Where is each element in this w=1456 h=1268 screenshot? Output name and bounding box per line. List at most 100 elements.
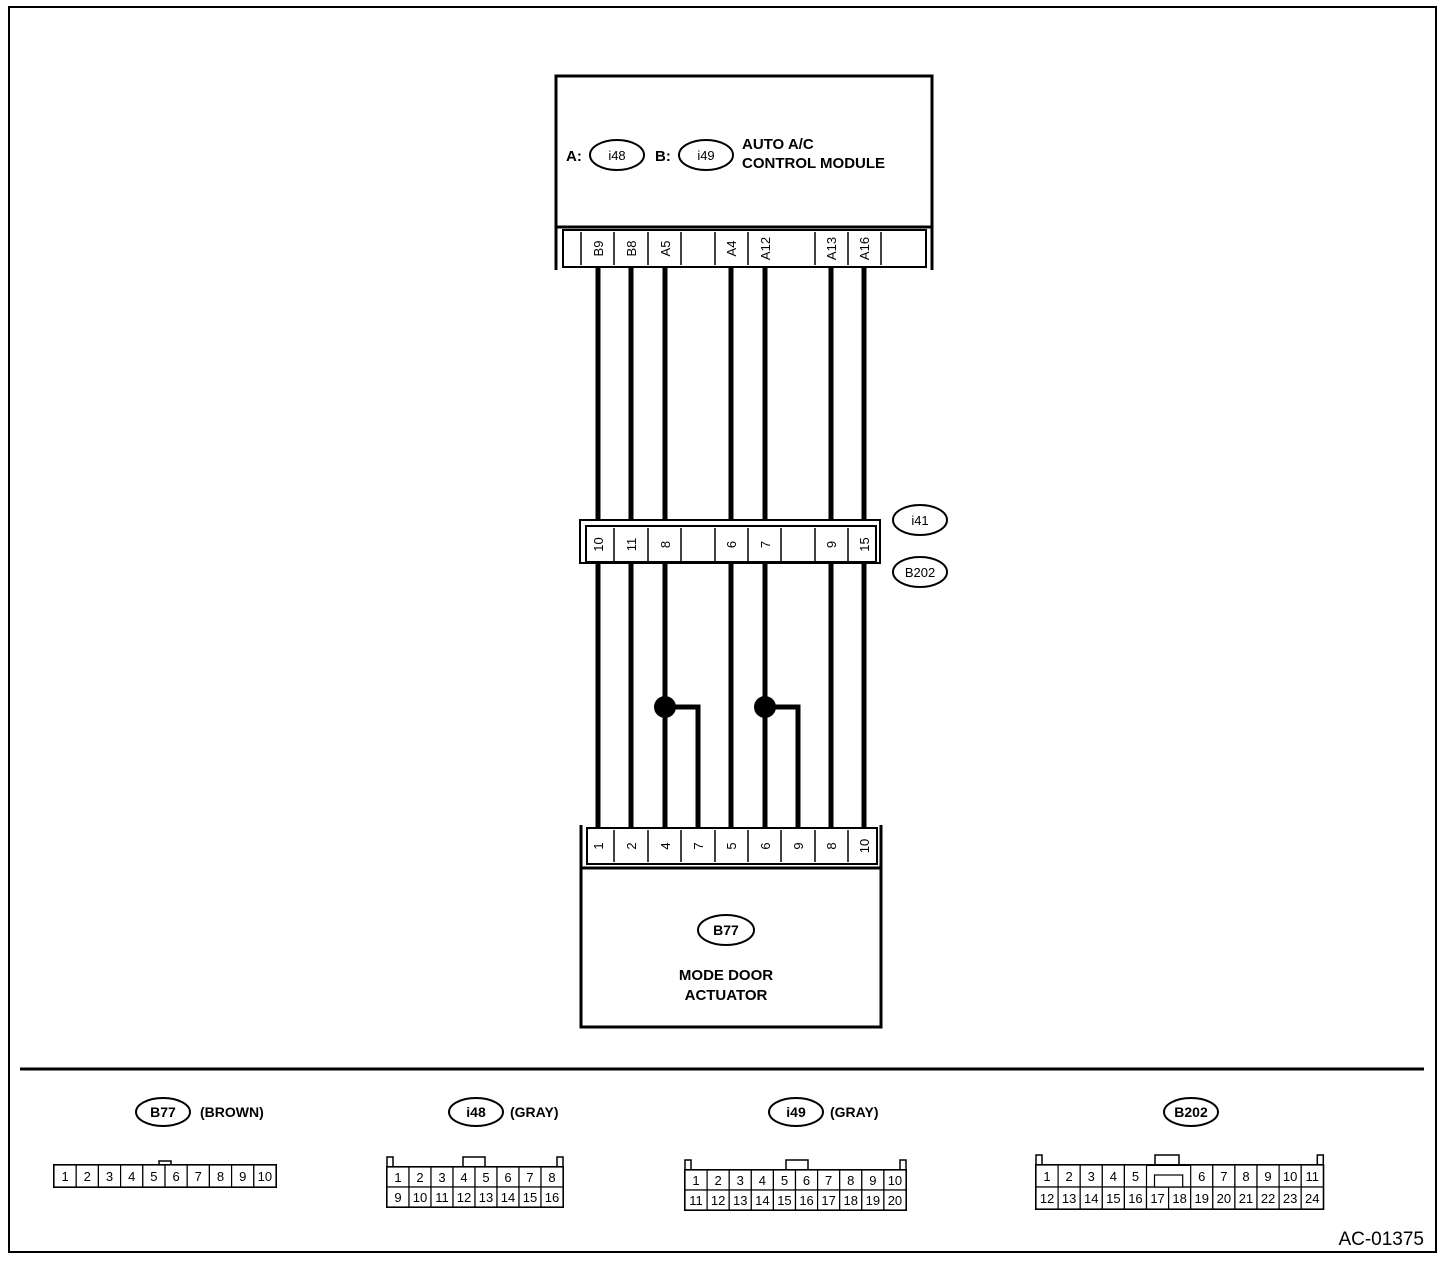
connector-pin-number: 12	[711, 1193, 725, 1208]
connector-pin-number: 18	[1172, 1191, 1186, 1206]
connector-pin-number: 20	[888, 1193, 902, 1208]
actuator-name-line1: MODE DOOR	[679, 967, 773, 984]
actuator-conn-id: B77	[713, 922, 739, 938]
connector-pin-number: 9	[869, 1173, 876, 1188]
junction-pin-label: 10	[591, 537, 606, 551]
connector-pin-number: 6	[504, 1170, 511, 1185]
actuator-name-line2: ACTUATOR	[685, 987, 768, 1004]
connector-pin-number: 7	[526, 1170, 533, 1185]
splice-point	[654, 696, 676, 718]
junction-pin-label: 7	[758, 541, 773, 548]
actuator-conn-oval	[697, 914, 755, 946]
actuator-pin-label: 10	[857, 839, 872, 853]
connector-pin-number: 16	[799, 1193, 813, 1208]
connector-id-oval	[1163, 1097, 1219, 1127]
figure-code: AC-01375	[1338, 1229, 1424, 1250]
junction-pin-label: 6	[724, 541, 739, 548]
connector-pin-number: 16	[545, 1190, 559, 1205]
actuator-pin-label: 2	[624, 842, 639, 849]
connector-pin-number: 4	[460, 1170, 467, 1185]
connector-id-oval	[768, 1097, 824, 1127]
connector-id: B202	[1174, 1104, 1208, 1120]
connector-pin-number: 2	[1066, 1169, 1073, 1184]
actuator-pin-label: 9	[791, 842, 806, 849]
junction-pin-label: 15	[857, 537, 872, 551]
conn-a-id-oval	[589, 139, 645, 171]
connector-pin-number: 8	[217, 1169, 224, 1184]
junction-pin-label: 9	[824, 541, 839, 548]
connector-pin-number: 13	[1062, 1191, 1076, 1206]
actuator-pin-label: 4	[658, 842, 673, 849]
connector-pin-number: 15	[1106, 1191, 1120, 1206]
connector-pin-number: 10	[258, 1169, 272, 1184]
connector-pin-number: 17	[1150, 1191, 1164, 1206]
connector-pin-number: 1	[394, 1170, 401, 1185]
connector-pin-number: 2	[416, 1170, 423, 1185]
module-pin-label: A12	[758, 237, 773, 260]
conn-b-label: B:	[655, 148, 671, 165]
module-pin-label: A5	[658, 241, 673, 257]
connector-pin-number: 14	[1084, 1191, 1098, 1206]
module-title-line2: CONTROL MODULE	[742, 155, 885, 172]
connector-pin-number: 24	[1305, 1191, 1319, 1206]
module-pin-label: A13	[824, 237, 839, 260]
connector-pin-number: 4	[759, 1173, 766, 1188]
connector-pin-number: 12	[1040, 1191, 1054, 1206]
conn-a-label: A:	[566, 148, 582, 165]
junction-upper-id: i41	[911, 513, 928, 528]
module-pin-label: A16	[857, 237, 872, 260]
connector-id: i49	[786, 1104, 806, 1120]
connector-pin-number: 10	[413, 1190, 427, 1205]
connector-pin-number: 8	[548, 1170, 555, 1185]
connector-pin-number: 6	[1198, 1169, 1205, 1184]
connector-id-oval	[448, 1097, 504, 1127]
connector-pin-number: 10	[888, 1173, 902, 1188]
connector-cell	[883, 1189, 907, 1211]
actuator-pin-label: 7	[691, 842, 706, 849]
connector-pin-number: 15	[777, 1193, 791, 1208]
splice-branch-1	[665, 704, 701, 828]
connector-id-oval	[135, 1097, 191, 1127]
connector-cell	[1300, 1186, 1324, 1210]
connector-cell	[540, 1186, 564, 1208]
junction-pin-label: 11	[624, 538, 639, 552]
connector-pin-number: 10	[1283, 1169, 1297, 1184]
connector-color: (BROWN)	[200, 1104, 264, 1120]
connector-pin-number: 19	[1195, 1191, 1209, 1206]
connector-pin-number: 15	[523, 1190, 537, 1205]
junction-lower-id-oval	[892, 556, 948, 588]
connector-id: i48	[466, 1104, 486, 1120]
connector-pin-number: 17	[821, 1193, 835, 1208]
connector-pin-number: 23	[1283, 1191, 1297, 1206]
junction-lower-id: B202	[905, 565, 935, 580]
connector-pin-number: 3	[438, 1170, 445, 1185]
connector-pin-number: 9	[1264, 1169, 1271, 1184]
connector-pin-number: 3	[106, 1169, 113, 1184]
connector-pin-number: 11	[689, 1193, 703, 1208]
actuator-pin-label: 1	[591, 842, 606, 849]
connector-pin-number: 7	[195, 1169, 202, 1184]
connector-color: (GRAY)	[830, 1104, 879, 1120]
connector-pin-number: 3	[737, 1173, 744, 1188]
conn-b-id: i49	[697, 148, 714, 163]
connector-pin-number: 21	[1239, 1191, 1253, 1206]
conn-b-id-oval	[678, 139, 734, 171]
actuator-pin-label: 5	[724, 842, 739, 849]
connector-pin-number: 14	[755, 1193, 769, 1208]
connector-cell	[253, 1164, 277, 1188]
connector-pin-number: 11	[1306, 1169, 1320, 1184]
connector-pin-number: 1	[1043, 1169, 1050, 1184]
connector-pin-number: 5	[1132, 1169, 1139, 1184]
connector-pin-number: 9	[239, 1169, 246, 1184]
connector-pin-number: 7	[1220, 1169, 1227, 1184]
connector-pin-number: 2	[715, 1173, 722, 1188]
connector-color: (GRAY)	[510, 1104, 559, 1120]
connector-pin-number: 1	[61, 1169, 68, 1184]
